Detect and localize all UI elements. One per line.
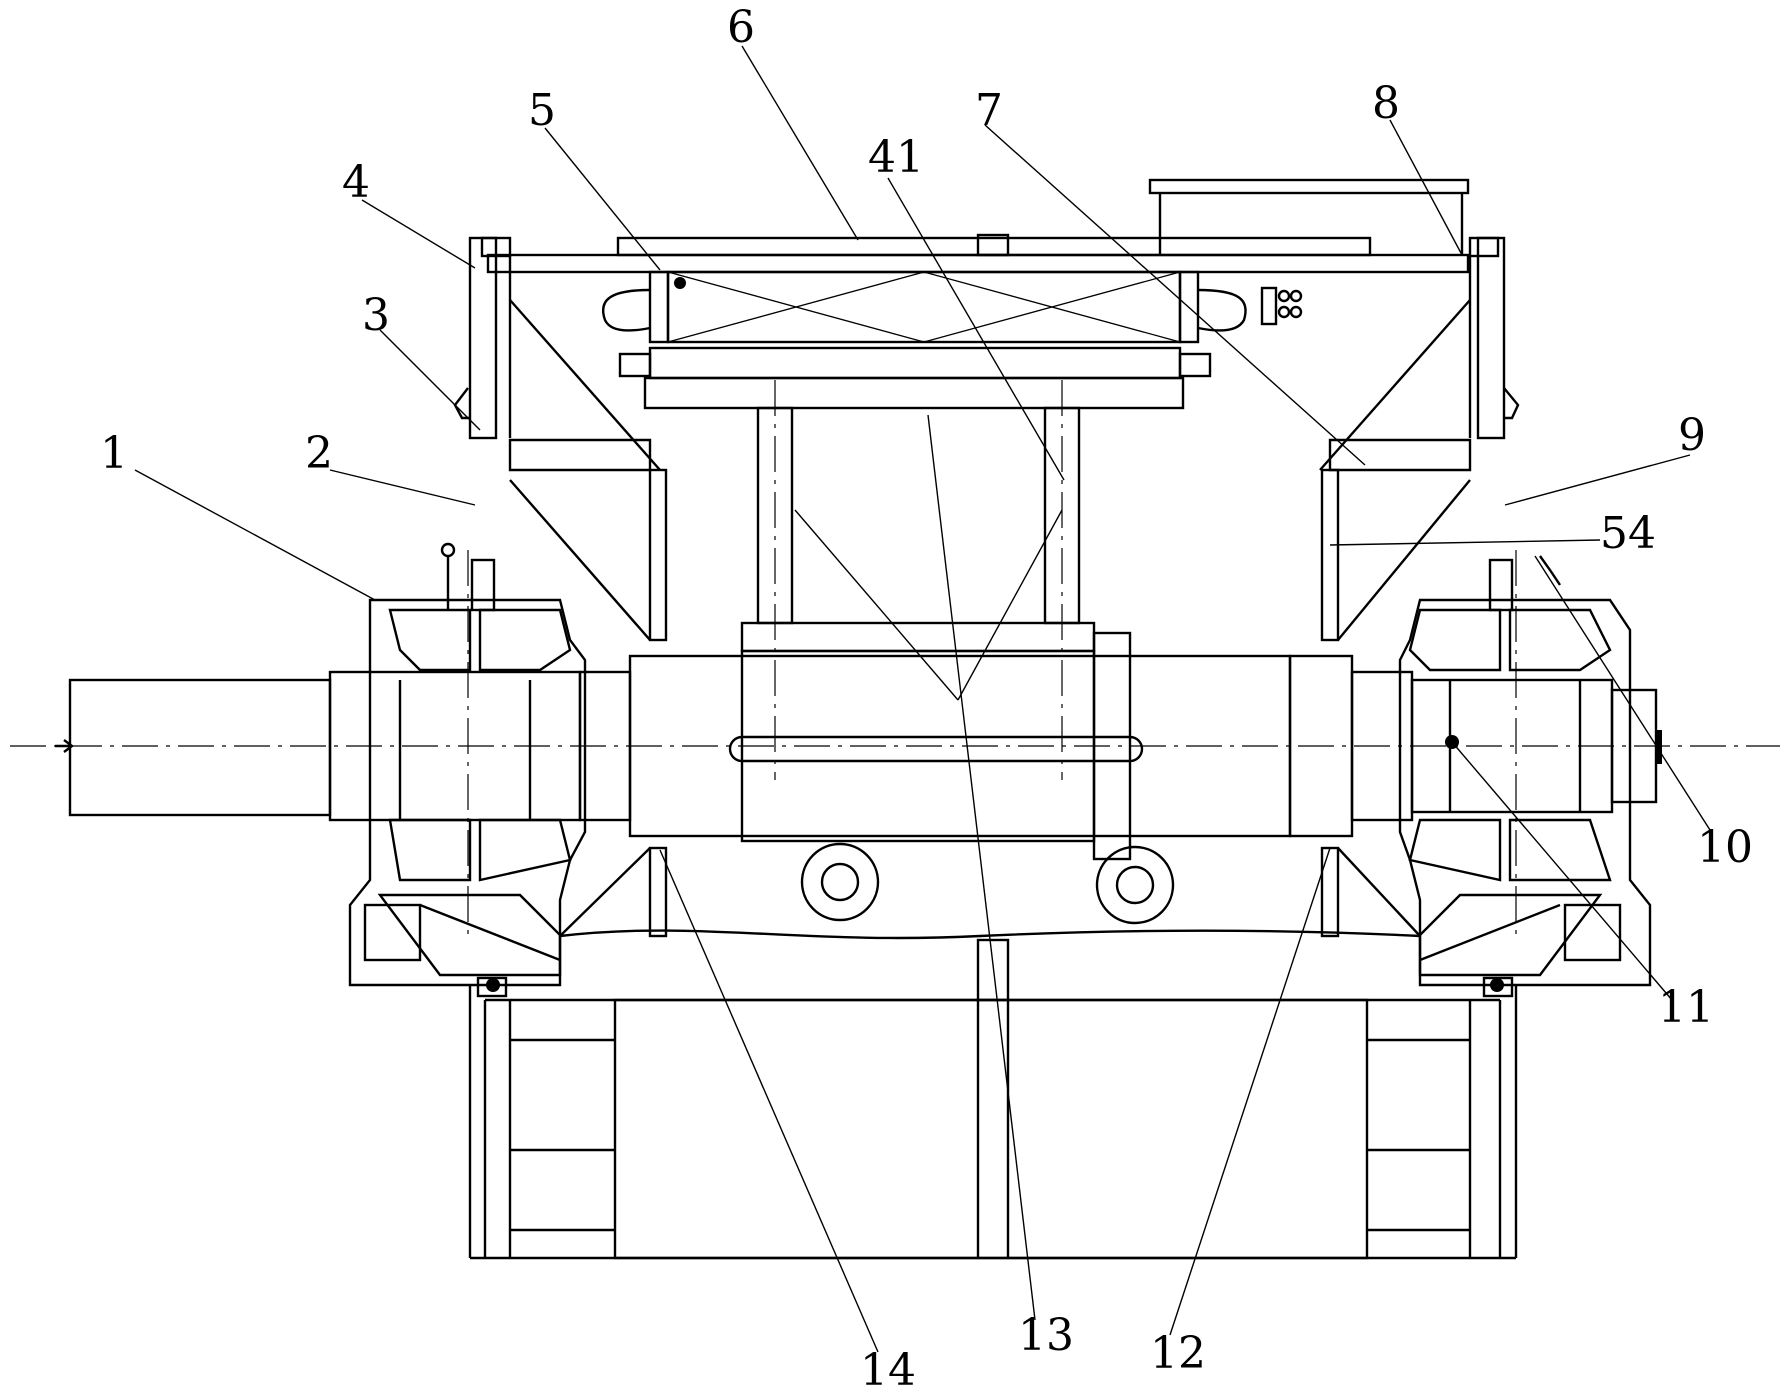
leader-line: [1452, 742, 1672, 1000]
motor-base: [470, 844, 1516, 1258]
leader-line: [1505, 455, 1690, 505]
leader-line: [985, 125, 1365, 465]
housing-frame: [455, 180, 1518, 936]
label-11: 11: [1658, 982, 1714, 1033]
label-12: 12: [1150, 1328, 1206, 1379]
label-2: 2: [305, 428, 333, 479]
leader-line: [660, 850, 878, 1352]
leader-line: [742, 46, 858, 240]
leader-line: [795, 510, 958, 700]
label-7: 7: [975, 85, 1003, 136]
label-3: 3: [362, 290, 390, 341]
label-1: 1: [100, 428, 128, 479]
leader-line: [362, 200, 475, 268]
label-6: 6: [727, 2, 755, 53]
stator-core: [603, 272, 1301, 408]
leader-line: [1170, 848, 1330, 1335]
label-54: 54: [1600, 508, 1656, 559]
label-14: 14: [860, 1345, 916, 1389]
leader-line: [380, 330, 480, 430]
label-5: 5: [528, 85, 556, 136]
label-4: 4: [342, 157, 370, 208]
leader-line: [545, 128, 660, 270]
leader-line: [1390, 120, 1462, 255]
leader-line: [135, 470, 375, 600]
part-labels: 1 2 3 4 5 6 7 41 8 9 54 10 11 12 13 14: [100, 2, 1753, 1389]
leader-line: [958, 510, 1062, 700]
center-lines: [10, 380, 1780, 940]
leader-line: [1535, 556, 1710, 830]
leader-line: [928, 415, 1035, 1320]
leader-line: [888, 178, 1064, 480]
label-13: 13: [1018, 1310, 1074, 1361]
leader-line: [1330, 540, 1600, 545]
leader-line: [330, 470, 475, 505]
label-9: 9: [1678, 410, 1706, 461]
leader-lines: [135, 46, 1710, 1352]
label-41: 41: [868, 132, 924, 183]
label-8: 8: [1372, 78, 1400, 129]
label-10: 10: [1697, 822, 1753, 873]
